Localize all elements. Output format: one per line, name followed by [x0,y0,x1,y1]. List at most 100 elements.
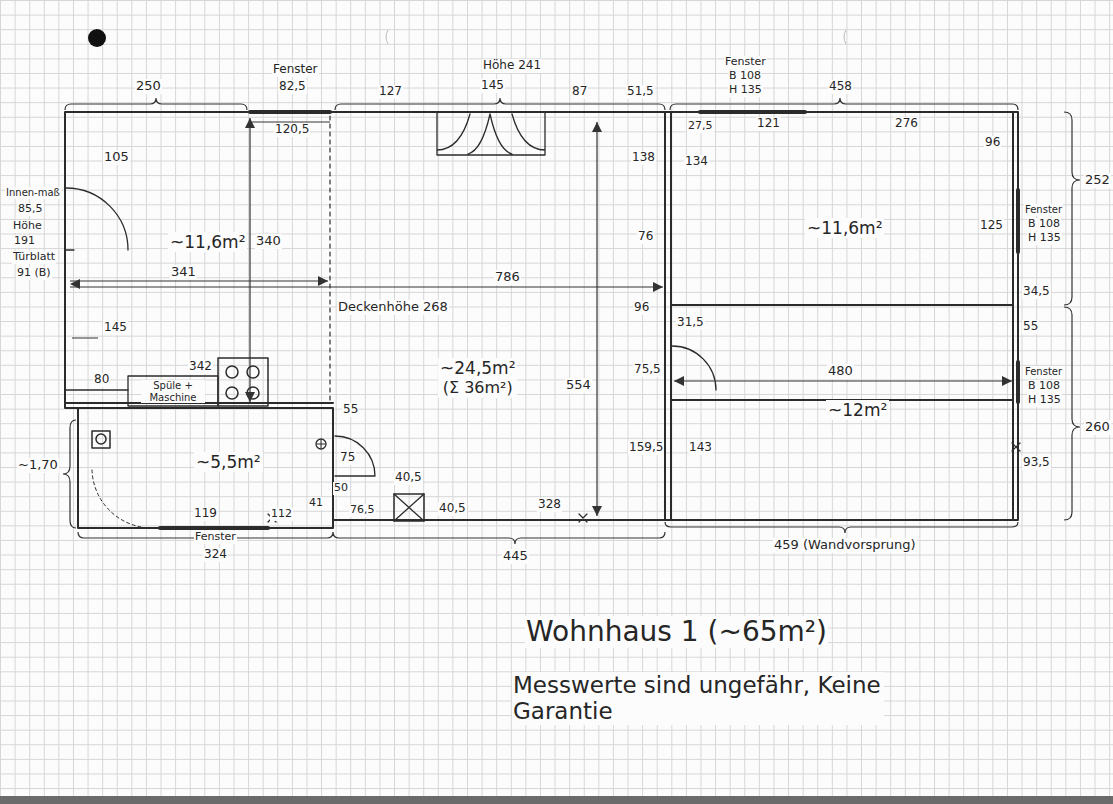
dimension-label: 250 [135,79,162,94]
dimension-label: 51,5 [626,85,655,99]
dimension-label: 119 [193,507,218,521]
dimension-label: 121 [756,117,781,131]
dimension-label: 328 [537,498,562,512]
dimension-label: 554 [565,378,592,393]
dimension-label: 340 [255,234,282,249]
arrowhead [653,282,663,292]
dimension-label: Fenster [194,531,237,544]
dimension-label: 145 [480,79,505,93]
dimension-label: 127 [378,85,403,99]
room-area: (Σ 36m²) [438,378,517,397]
room: ~11,6m² [164,230,251,254]
dimension-label: 138 [631,151,656,165]
toilet [92,431,110,448]
dimension-label: 40,5 [438,502,467,516]
dimension-label: 324 [203,548,228,562]
wall [65,112,1018,528]
arrowhead [245,392,255,402]
dimension-label: 31,5 [676,316,705,330]
mark-cross [268,443,1020,522]
toilet-bowl [96,434,106,444]
dimension-label: 96 [984,136,1001,150]
arrowhead [245,118,255,128]
room: ~5,5m² [190,450,267,474]
socket-symbol [316,439,326,449]
dimension-label: 112 [270,508,293,521]
dimension-label: 159,5 [628,441,664,455]
dimension-label: 341 [170,265,197,280]
room-area: ~24,5m² [438,358,517,378]
arrowhead [70,279,80,289]
dimension-label: B 108 [1027,218,1061,231]
dimension-label: 34,5 [1022,285,1051,299]
dimension-label: 260 [1084,420,1111,435]
dimension-label: 87 [571,85,588,99]
dimension-label: Höhe [12,220,43,233]
dimension-label: 786 [494,270,521,285]
dimension-label: 75,5 [633,363,662,377]
dimension-label: 85,5 [17,203,44,216]
dimension-label: 125 [979,219,1004,233]
hotplate [247,366,259,378]
dimension-label: 80 [93,373,110,387]
paper-mark [386,30,846,44]
dimension-label: Deckenhöhe 268 [337,300,449,315]
dimension-label: 76 [637,230,654,244]
socket-symbol [317,440,325,448]
arrowheads [70,118,1012,516]
dimension-label: Fenster [1024,366,1063,378]
dimension-label: 191 [13,235,36,248]
dimension-label: 50 [333,482,349,495]
arrowhead [674,376,684,386]
room: ~12m² [822,398,893,422]
arrowhead [592,506,602,516]
dimension-label: Türblatt [12,251,56,264]
dimension-label: 93,5 [1022,456,1051,470]
scan-edge [0,796,1113,804]
chimney [394,494,424,521]
brace [1064,112,1080,520]
room-area: ~11,6m² [168,232,247,252]
walls-group [65,112,1020,528]
dimension-label: Höhe 241 [482,59,542,73]
dimension-label: 75 [339,451,356,465]
room-area: ~5,5m² [194,452,263,472]
room-area: ~12m² [826,400,889,420]
dimension-label: H 135 [1027,394,1062,407]
dimension-label: ~1,70 [17,458,59,473]
arrowhead [318,276,328,286]
dimension-label: 145 [103,321,128,335]
dimension-line [70,118,1012,516]
arrowhead [592,122,602,132]
dimension-label: 276 [894,117,919,131]
room-area: ~11,6m² [805,218,884,238]
dimension-label: 445 [502,549,529,564]
hotplate [226,366,238,378]
dimension-label: 342 [188,360,213,374]
dimension-label: 458 [828,80,853,94]
hotplate [226,387,238,399]
dimension-label: Fenster [272,63,319,77]
door-swing [92,470,152,528]
dimension-label: 55 [1022,320,1039,334]
stove [218,358,268,406]
plan-caption: Messwerte sind ungefähr, Keine Garantie [512,672,884,725]
dimension-label: B 108 [728,70,762,83]
dimension-label: B 108 [1027,380,1061,393]
dimension-label: 252 [1084,173,1111,188]
dimension-label: 480 [827,364,854,379]
brace [65,98,1018,110]
door-swing [66,188,716,476]
dimension-group [63,98,1080,544]
dimension-label: 105 [103,150,130,165]
dimension-label: 91 (B) [16,267,52,280]
dimension-label: 143 [688,441,713,455]
dimension-label: H 135 [728,84,763,97]
punch-hole [88,29,106,47]
dimension-label: 96 [633,301,650,315]
dimension-label: 82,5 [278,80,307,94]
brace [63,420,76,528]
dimension-label: Spüle + Maschine [141,380,205,403]
sink [128,376,218,406]
